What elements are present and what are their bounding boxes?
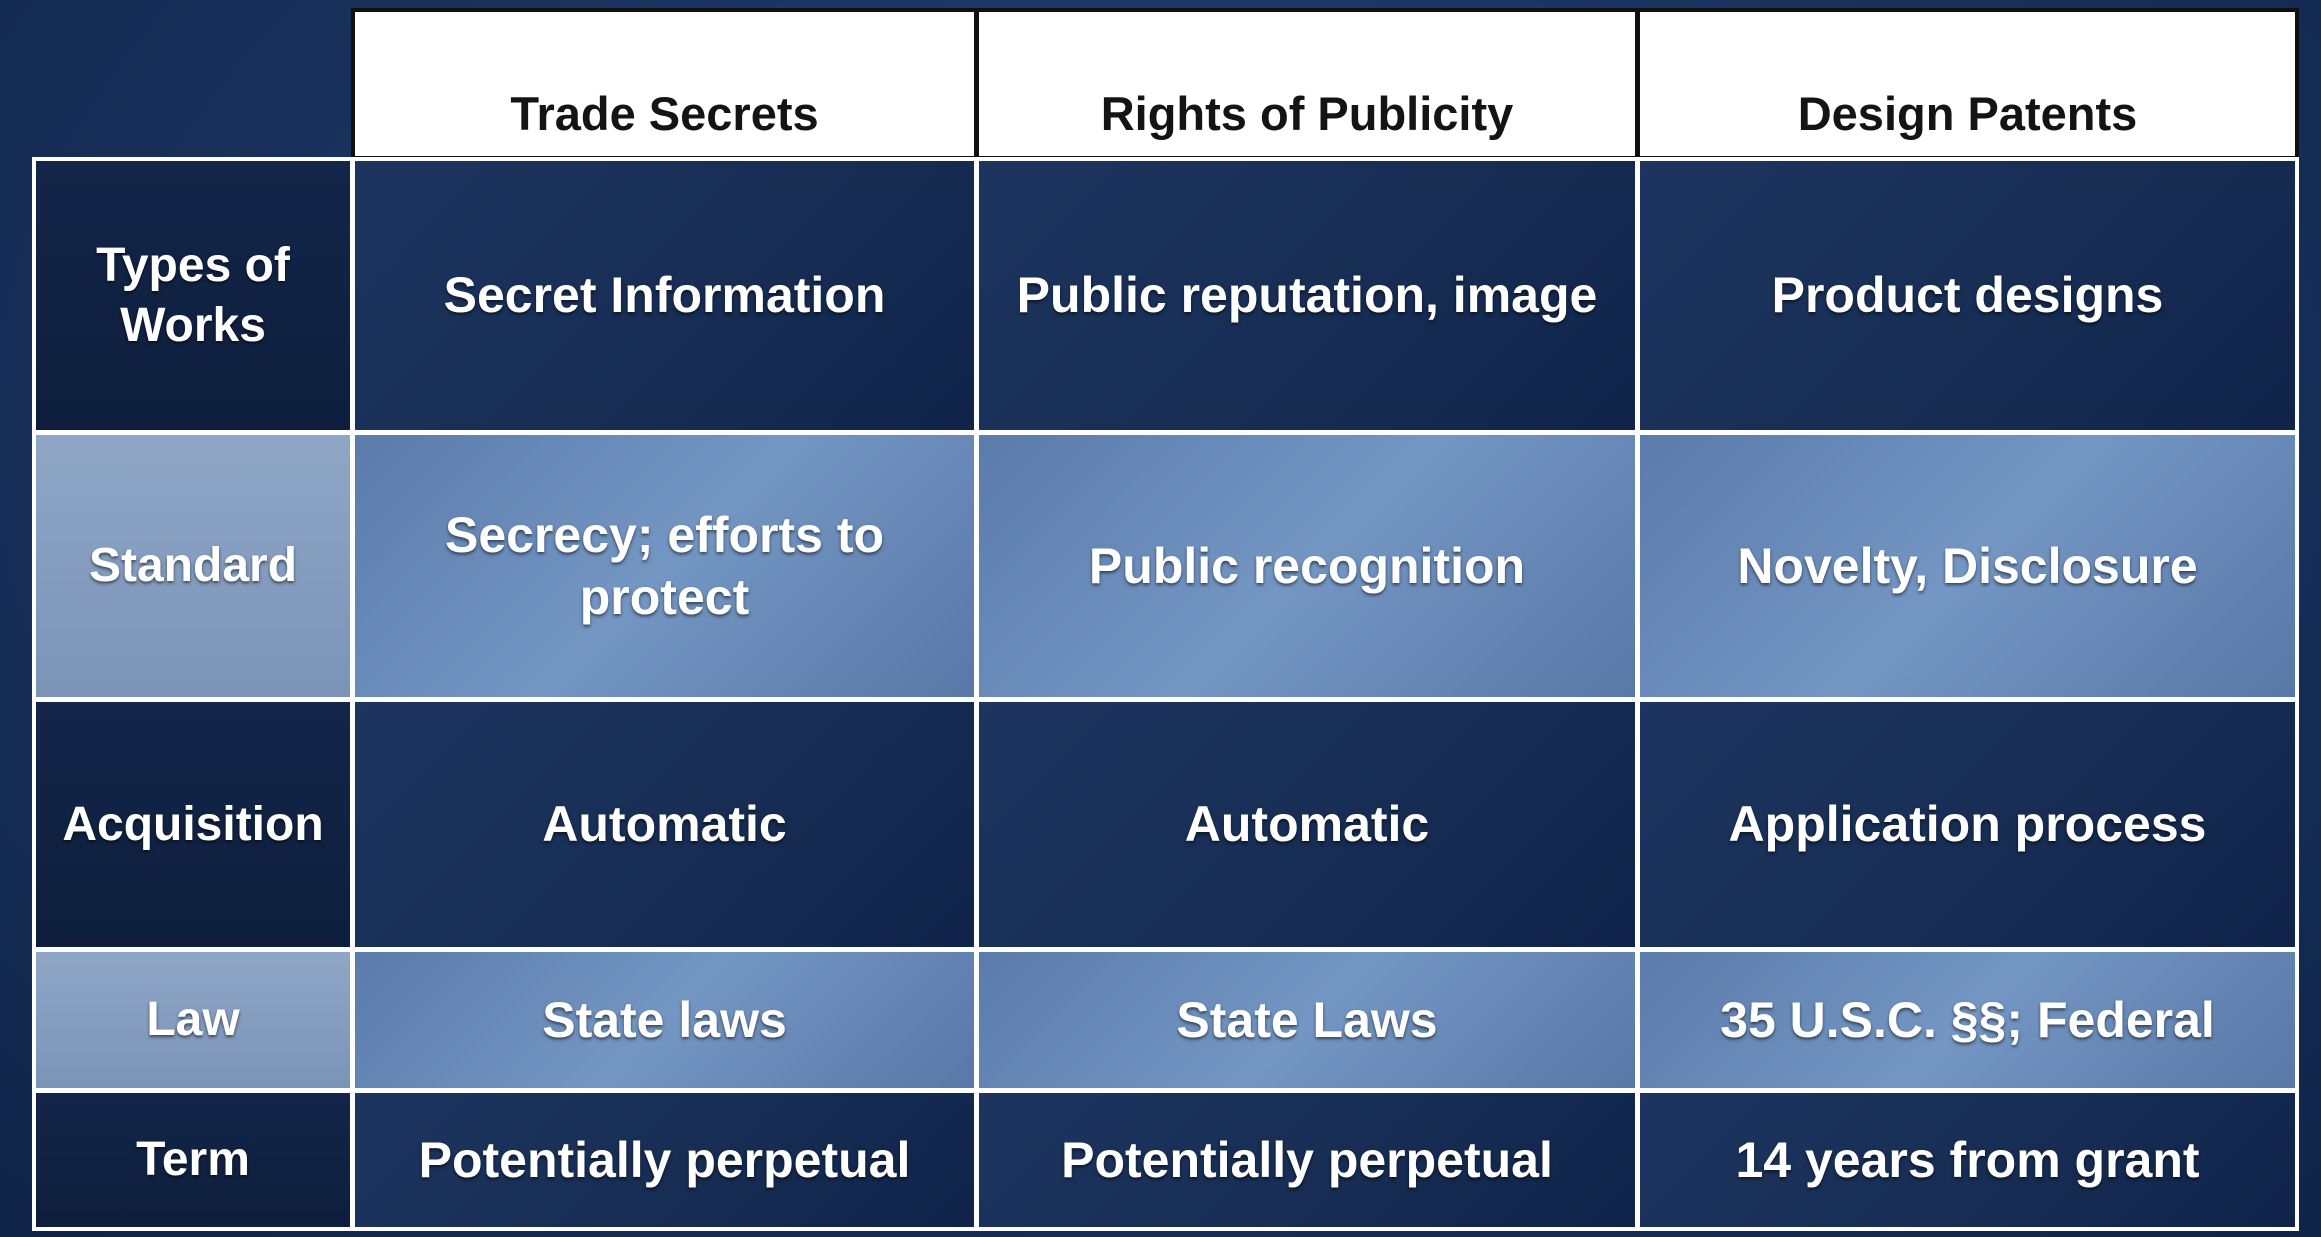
cell-types-design-patents: Product designs [1636,157,2299,434]
row-label-term: Term [32,1089,354,1231]
cell-standard-rights-of-publicity: Public recognition [975,431,1639,701]
cell-acquisition-design-patents: Application process [1636,698,2299,951]
column-header-design-patents: Design Patents [1636,8,2299,160]
row-label-standard: Standard [32,431,354,701]
row-label-types-of-works: Types of Works [32,157,354,434]
row-label-law: Law [32,948,354,1092]
cell-law-design-patents: 35 U.S.C. §§; Federal [1636,948,2299,1092]
cell-term-design-patents: 14 years from grant [1636,1089,2299,1231]
cell-term-trade-secrets: Potentially perpetual [351,1089,978,1231]
cell-types-trade-secrets: Secret Information [351,157,978,434]
column-header-rights-of-publicity: Rights of Publicity [975,8,1639,160]
cell-standard-design-patents: Novelty, Disclosure [1636,431,2299,701]
cell-standard-trade-secrets: Secrecy; efforts to protect [351,431,978,701]
cell-term-rights-of-publicity: Potentially perpetual [975,1089,1639,1231]
cell-acquisition-trade-secrets: Automatic [351,698,978,951]
row-label-acquisition: Acquisition [32,698,354,951]
cell-acquisition-rights-of-publicity: Automatic [975,698,1639,951]
cell-types-rights-of-publicity: Public reputation, image [975,157,1639,434]
cell-law-trade-secrets: State laws [351,948,978,1092]
column-header-trade-secrets: Trade Secrets [351,8,978,160]
cell-law-rights-of-publicity: State Laws [975,948,1639,1092]
